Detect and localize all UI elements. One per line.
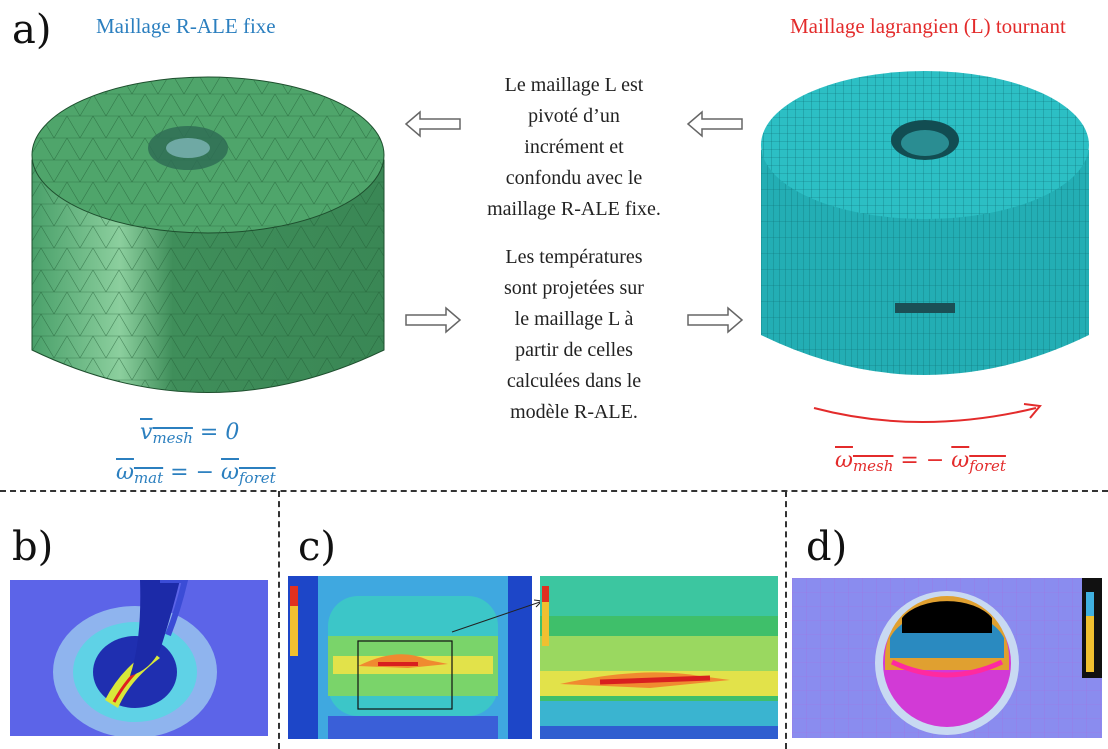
panel-label-a: a) bbox=[12, 7, 52, 53]
center-top-line: confondu avec le bbox=[505, 167, 643, 189]
vertical-divider-left bbox=[278, 491, 280, 749]
center-text-top: Le maillage L est pivoté d’un incrément … bbox=[444, 70, 704, 225]
right-equation-mesh-rotation: ωmesh = − ωforet bbox=[835, 448, 1006, 475]
panel-label-d: d) bbox=[806, 524, 848, 570]
center-text-bottom: Les températures sont projetées sur le m… bbox=[444, 242, 704, 428]
center-top-line: Le maillage L est bbox=[504, 74, 644, 96]
arrow-left-top-icon bbox=[404, 110, 461, 138]
center-bottom-line: le maillage L à bbox=[514, 308, 634, 330]
arrow-right-bottom-right-icon bbox=[687, 306, 744, 334]
arrow-left-top-right-icon bbox=[686, 110, 743, 138]
panel-c-temperature-map-full bbox=[288, 576, 532, 739]
center-top-line: incrément et bbox=[524, 136, 624, 158]
rotation-arrow bbox=[813, 403, 1042, 423]
panel-b-drill-image bbox=[10, 580, 268, 736]
center-bottom-line: sont projetées sur bbox=[504, 277, 644, 299]
panel-d-hole-contour-image bbox=[792, 578, 1102, 738]
horizontal-divider bbox=[0, 490, 1108, 492]
left-mesh-title: Maillage R-ALE fixe bbox=[96, 14, 276, 38]
center-bottom-line: modèle R-ALE. bbox=[510, 401, 638, 423]
arrow-right-bottom-icon bbox=[405, 306, 462, 334]
center-bottom-line: calculées dans le bbox=[506, 370, 642, 392]
left-fixed-mesh-cylinder bbox=[31, 76, 385, 393]
center-top-line: pivoté d’un bbox=[528, 105, 620, 127]
right-mesh-title: Maillage lagrangien (L) tournant bbox=[790, 14, 1066, 38]
center-bottom-line: partir de celles bbox=[515, 339, 633, 361]
zoom-connector-arrow bbox=[451, 599, 544, 633]
panel-label-c: c) bbox=[298, 524, 337, 570]
center-bottom-line: Les températures bbox=[505, 246, 643, 268]
left-equation-mesh-velocity: vmesh = 0 bbox=[140, 420, 240, 447]
center-top-line: maillage R-ALE fixe. bbox=[487, 198, 661, 220]
left-equation-material-rotation: ωmat = − ωforet bbox=[116, 460, 276, 487]
panel-label-b: b) bbox=[12, 524, 54, 570]
panel-c-temperature-map-zoom bbox=[540, 576, 778, 739]
vertical-divider-right bbox=[785, 491, 787, 749]
right-rotating-mesh-cylinder bbox=[761, 71, 1089, 375]
